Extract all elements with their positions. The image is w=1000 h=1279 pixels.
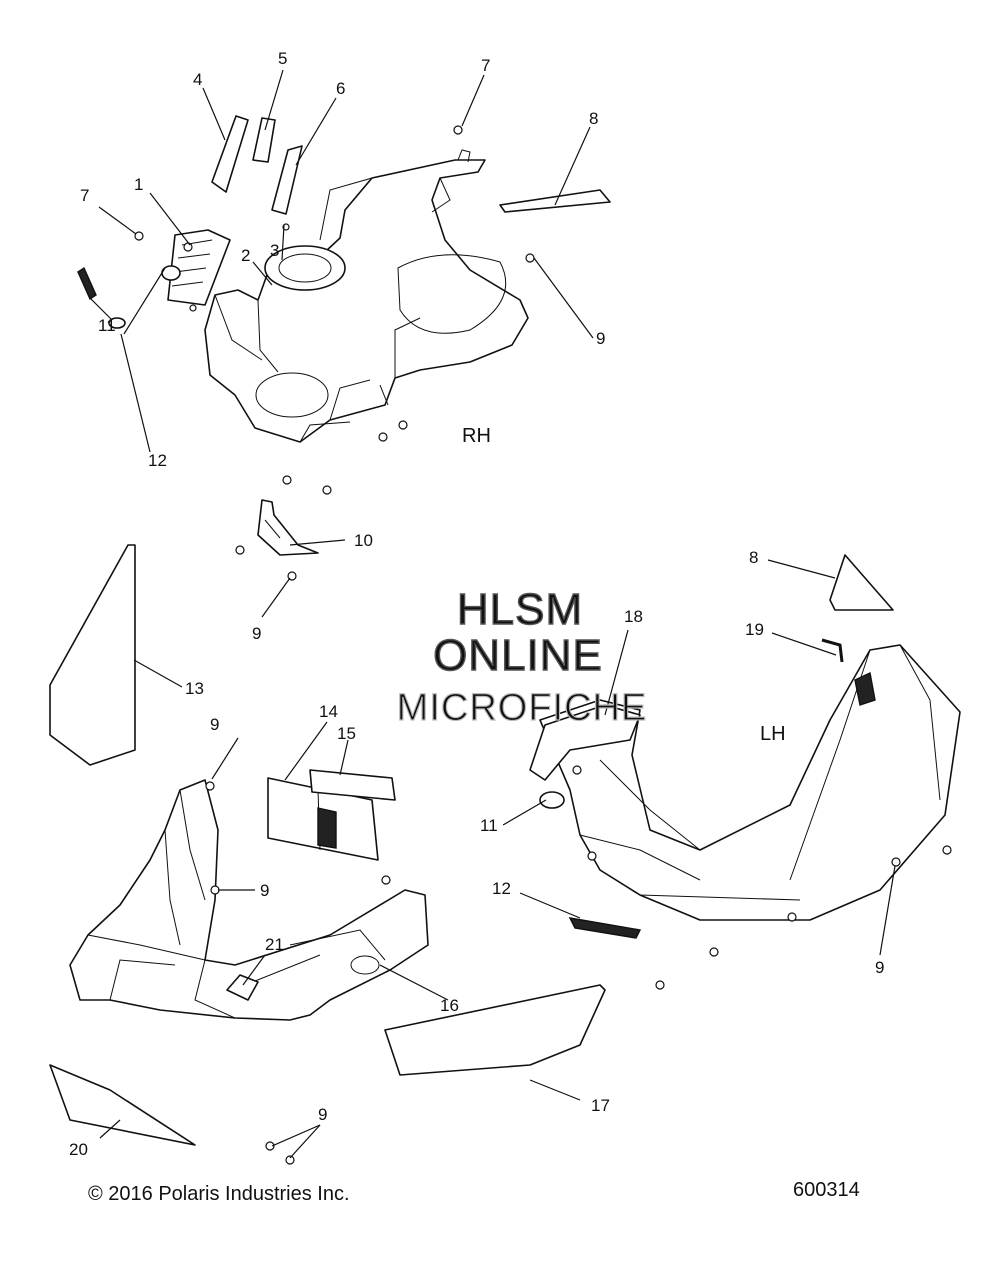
pad-part-8-lh: [829, 554, 894, 611]
callout-7-left: 7: [80, 186, 89, 205]
callout-5: 5: [278, 49, 287, 68]
hex-key-part-19: [821, 638, 844, 663]
watermark-line-3: MICROFICHE: [397, 687, 648, 729]
panel-part-17: [384, 984, 606, 1076]
callout-2: 2: [241, 246, 250, 265]
callout-3: 3: [270, 241, 279, 260]
callout-9-bottom: 9: [318, 1105, 327, 1124]
callout-21: 21: [265, 935, 284, 954]
callout-12-top: 12: [148, 451, 167, 470]
panel-part-18: [529, 704, 641, 781]
callout-15: 15: [337, 724, 356, 743]
callout-20: 20: [69, 1140, 88, 1159]
callout-13: 13: [185, 679, 204, 698]
lh-label: LH: [760, 723, 786, 745]
watermark-line-1: HLSM: [457, 585, 583, 634]
panel-part-13: [49, 544, 136, 766]
callout-8-top: 8: [589, 109, 598, 128]
vent-part-1: [167, 229, 231, 306]
callout-17: 17: [591, 1096, 610, 1115]
pad-part-15: [309, 769, 396, 801]
clip-part-21: [226, 974, 259, 1001]
strip-part-8-top: [499, 189, 611, 213]
diagram-number: 600314: [793, 1179, 860, 1201]
plug-part-11-lh: [539, 791, 565, 809]
fasteners: [134, 125, 952, 1165]
watermark-line-2: ONLINE: [433, 631, 603, 680]
callout-9-mid: 9: [252, 624, 261, 643]
callout-6: 6: [336, 79, 345, 98]
callout-14: 14: [319, 702, 338, 721]
callout-4: 4: [193, 70, 202, 89]
copyright-text: © 2016 Polaris Industries Inc.: [88, 1183, 350, 1205]
callout-11-top: 11: [98, 316, 116, 335]
callout-19: 19: [745, 620, 764, 639]
callout-9-front-top: 9: [210, 715, 219, 734]
callout-9-lh: 9: [875, 958, 884, 977]
bracket-part-10: [257, 499, 319, 556]
callout-18: 18: [624, 607, 643, 626]
callout-8-lh: 8: [749, 548, 758, 567]
front-lower-panel-assembly: [69, 779, 429, 1021]
rh-label: RH: [462, 425, 491, 447]
callout-7-top: 7: [481, 56, 490, 75]
rh-side-panel-assembly: [204, 149, 529, 443]
callout-10: 10: [354, 531, 373, 550]
callout-12-lh: 12: [492, 879, 511, 898]
leader-lines: [98, 69, 896, 1159]
connector-part-12-lh: [568, 917, 642, 939]
lh-side-panel-assembly: [539, 644, 961, 921]
callout-16: 16: [440, 996, 459, 1015]
connector-part-12-top: [77, 266, 126, 329]
callout-11-lh: 11: [480, 816, 498, 835]
callout-1: 1: [134, 175, 143, 194]
callout-9-rh: 9: [596, 329, 605, 348]
watermark: HLSM ONLINE MICROFICHE: [396, 584, 648, 729]
decal-part-20: [49, 1064, 196, 1146]
foam-pads-4-5-6: [211, 115, 303, 215]
callout-9-front-mid: 9: [260, 881, 269, 900]
callout-labels: 1 2 3 4 5 6 7 7 8 8 9 9 9 9 9 9 10 11 11…: [69, 49, 884, 1159]
